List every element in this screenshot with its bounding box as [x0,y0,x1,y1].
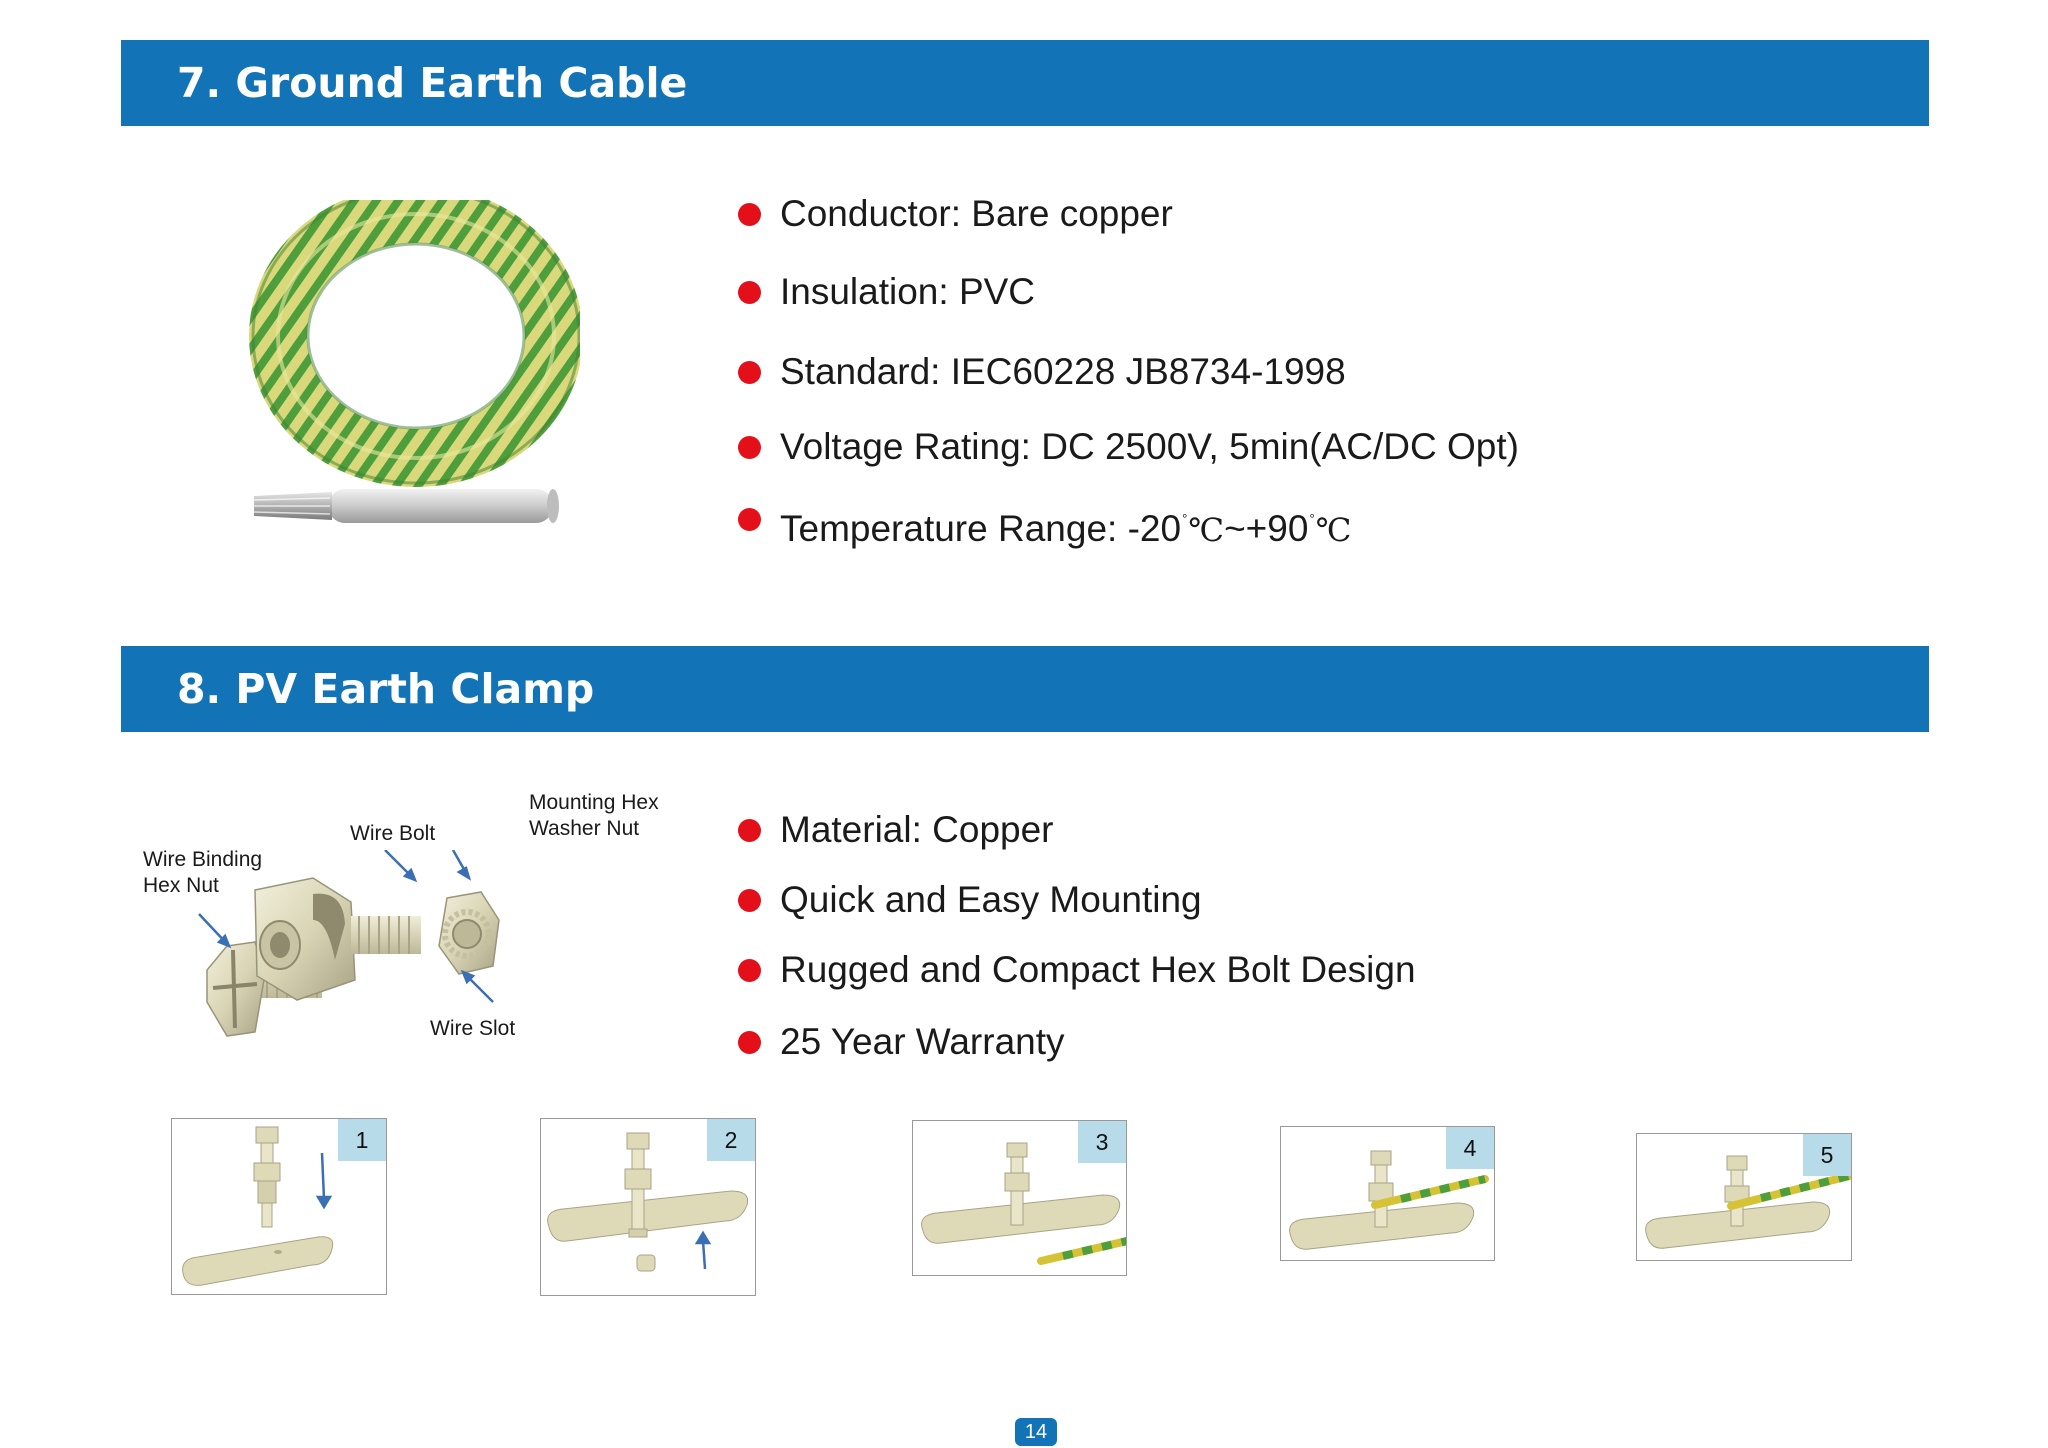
bullet-dot-icon [738,508,761,531]
step-2-illustration [547,1132,749,1272]
ground-cable-illustration [249,200,580,523]
callout-wire-bolt: Wire Bolt [350,822,436,845]
step-3-illustration [921,1142,1126,1265]
bullet-dot-icon [738,203,761,226]
callout-wire-slot: Wire Slot [430,1017,516,1040]
step-number-badge: 2 [707,1119,755,1161]
section-8-banner: 8. PV Earth Clamp [121,646,1929,732]
bullet-dot-icon [738,1031,761,1054]
bullet-dot-icon [738,889,761,912]
step-number-badge: 4 [1446,1127,1494,1169]
step-4-illustration [1289,1150,1489,1250]
section-7-banner: 7. Ground Earth Cable [121,40,1929,126]
bullet-dot-icon [738,819,761,842]
section-7-title: 7. Ground Earth Cable [177,59,688,107]
section-8-title: 8. PV Earth Clamp [177,665,595,713]
step-number-badge: 1 [338,1119,386,1161]
bullet-dot-icon [738,361,761,384]
earth-clamp-exploded-illustration [198,850,500,1037]
page-number: 14 [1015,1418,1057,1446]
step-number-badge: 5 [1803,1134,1851,1176]
step-1-illustration [182,1126,334,1286]
bullet-dot-icon [738,281,761,304]
install-step-1: 1 [171,1118,387,1295]
install-step-4: 4 [1280,1126,1495,1261]
bullet-dot-icon [738,959,761,982]
callout-wire-binding-hex-nut: Wire Binding Hex Nut [143,848,263,897]
install-step-2: 2 [540,1118,756,1296]
install-step-5: 5 [1636,1133,1852,1261]
callout-mounting-hex-washer-nut: Mounting Hex Washer Nut [529,791,659,840]
step-5-illustration [1645,1155,1851,1249]
bullet-dot-icon [738,436,761,459]
install-step-3: 3 [912,1120,1127,1276]
step-number-badge: 3 [1078,1121,1126,1163]
